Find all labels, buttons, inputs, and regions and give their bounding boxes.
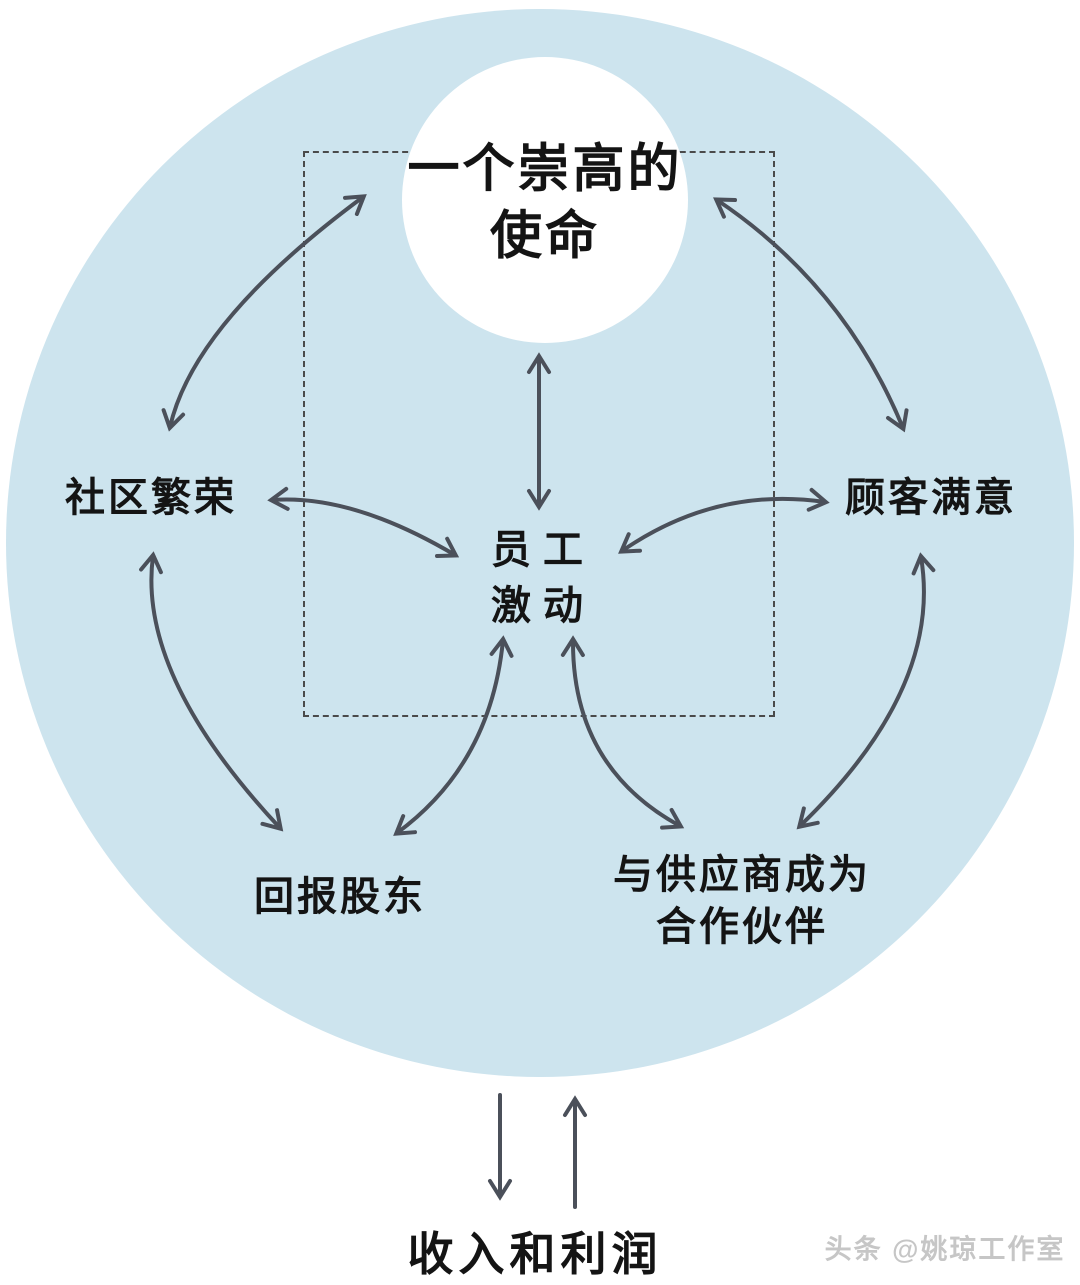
arrow-community-shareholder: [139, 551, 284, 832]
customer-label: 顾客满意: [845, 476, 1017, 520]
employee-motivation-label: 员工 激动: [491, 522, 595, 634]
arrow-mission-community: [161, 194, 367, 432]
watermark-text: 头条 @姚琼工作室: [824, 1234, 1066, 1265]
arrow-customer-center: [618, 487, 830, 554]
revenue-label: 收入和利润: [407, 1228, 663, 1280]
supplier-label: 与供应商成为 合作伙伴: [613, 849, 871, 953]
mission-label-line1: 一个崇高的: [407, 140, 683, 199]
arrow-center-shareholder: [393, 635, 514, 836]
arrow-community-center: [267, 486, 460, 558]
mission-circle: [402, 57, 688, 343]
arrow-mission-customer: [713, 197, 909, 433]
shareholder-label: 回报股东: [254, 875, 426, 919]
mission-label: 一个崇高的 使命: [407, 136, 682, 269]
supplier-label-line1: 与供应商成为: [613, 853, 871, 897]
mission-label-line2: 使命: [489, 207, 601, 265]
community-label: 社区繁荣: [65, 476, 237, 520]
arrow-customer-supplier: [796, 552, 936, 830]
employee-motivation-line2: 激动: [491, 584, 595, 628]
arrow-center-supplier: [560, 635, 685, 830]
employee-motivation-line1: 员工: [491, 528, 595, 572]
supplier-label-line2: 合作伙伴: [656, 905, 828, 949]
